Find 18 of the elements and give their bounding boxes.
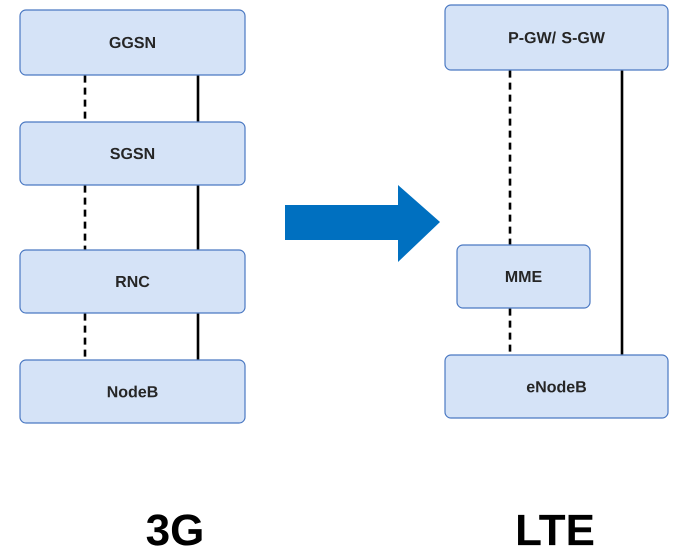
network-node-box: NodeB (19, 359, 246, 424)
connector-line (508, 70, 512, 244)
network-node-box: SGSN (19, 121, 246, 186)
connector-line (84, 314, 86, 360)
column-title: 3G (146, 514, 202, 546)
connector-line (196, 186, 200, 250)
connector-line (620, 70, 624, 354)
connector-line (508, 308, 512, 354)
network-node-box: GGSN (19, 9, 246, 76)
connector-line (196, 314, 200, 360)
connector-line (84, 76, 86, 122)
network-node-box: P-GW/ S-GW (444, 4, 669, 71)
network-node-box: eNodeB (444, 354, 669, 419)
network-node-box: RNC (19, 249, 246, 314)
connector-line (84, 186, 86, 250)
column-title: LTE (518, 514, 594, 546)
network-node-box: MME (456, 244, 591, 309)
connector-line (196, 76, 200, 122)
